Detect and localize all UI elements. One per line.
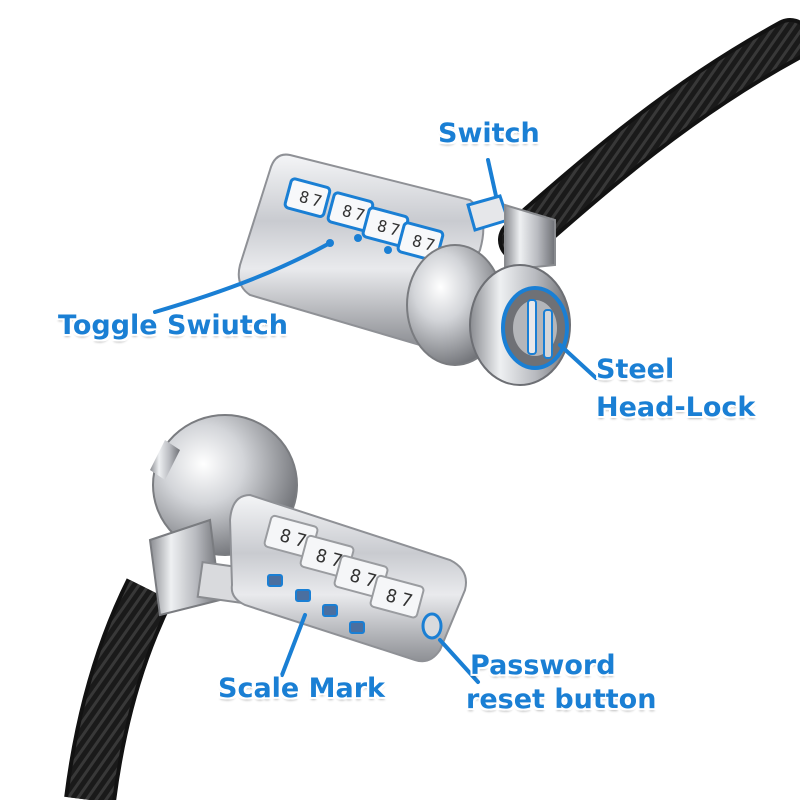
dial-digit: 7 (423, 234, 437, 255)
bottom-lock: 8 7 8 7 8 7 8 7 (148, 414, 467, 663)
password-reset-button-shape (421, 612, 443, 640)
dial-digit: 8 (340, 201, 354, 222)
dial-digit: 7 (388, 219, 402, 240)
steel-label-line2: Head-Lock (596, 392, 756, 423)
bottom-dials: 8 7 8 7 8 7 8 7 (263, 514, 425, 619)
scale-mark-label: Scale Mark (218, 673, 385, 704)
password-label-line2: reset button (466, 684, 657, 715)
dial-digit: 7 (399, 589, 415, 612)
dial-digit: 7 (310, 190, 324, 211)
toggle-switch-label: Toggle Swiutch (58, 310, 289, 341)
top-dials: 8 7 8 7 8 7 8 7 (283, 177, 445, 262)
dial-digit: 8 (297, 187, 311, 208)
dial-digit: 8 (383, 585, 399, 608)
top-lock: 8 7 8 7 8 7 8 7 (237, 153, 571, 386)
scale-marks (267, 574, 365, 634)
callout-lines (153, 158, 598, 684)
dial-digit: 8 (375, 216, 389, 237)
lock-head (406, 244, 571, 386)
dial-digit: 7 (353, 204, 367, 225)
switch-label: Switch (438, 118, 540, 149)
switch-block (466, 194, 556, 272)
steel-label-line1: Steel (596, 354, 675, 385)
dial-digit: 8 (410, 231, 424, 252)
dial-digit: 8 (347, 565, 363, 588)
dial-digit: 8 (277, 525, 293, 548)
dial-digit: 8 (313, 545, 329, 568)
cable-bottom (64, 578, 174, 800)
cable-top (498, 18, 800, 262)
password-label-line1: Password (470, 650, 616, 681)
